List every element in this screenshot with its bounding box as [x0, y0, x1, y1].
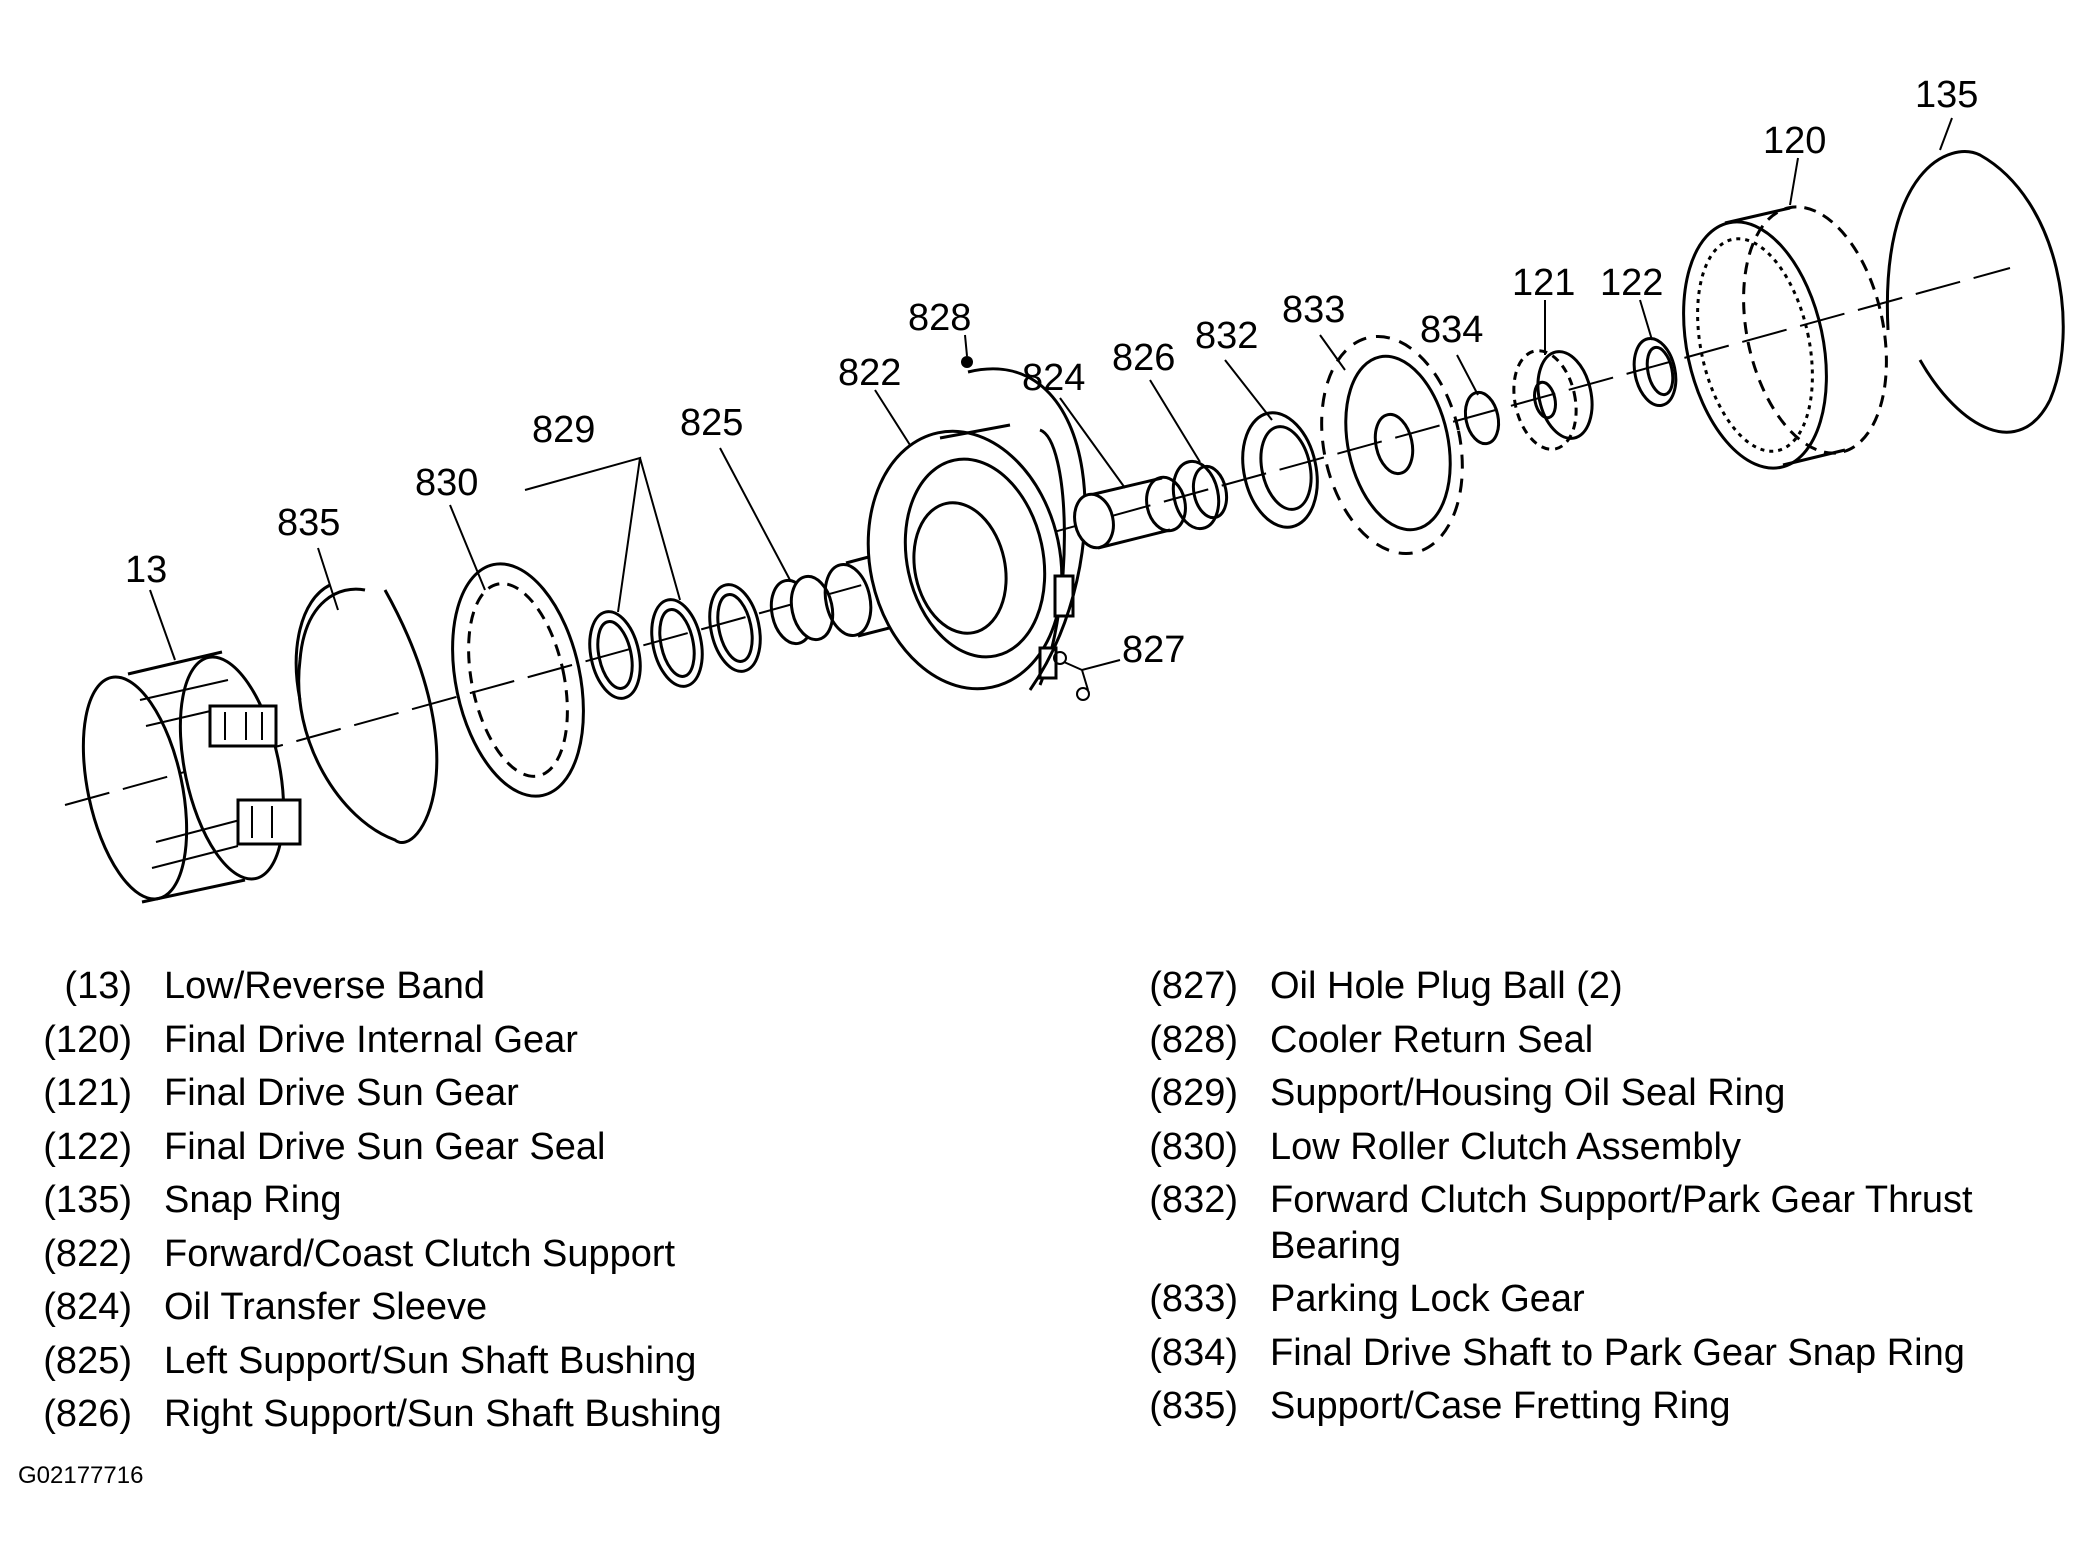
- part-834-snap-ring: [1463, 390, 1501, 446]
- callout-833: 833: [1282, 289, 1345, 331]
- legend-description: Low Roller Clutch Assembly: [1270, 1125, 1741, 1168]
- figure-id: G02177716: [18, 1462, 144, 1489]
- legend-item: (135) Snap Ring: [32, 1174, 1092, 1228]
- legend-number: (833): [1149, 1278, 1238, 1320]
- legend-item: (832) Forward Clutch Support/Park Gear T…: [1132, 1174, 2072, 1273]
- part-825-bushing: [769, 574, 835, 646]
- legend-description: Forward Clutch Support/Park Gear Thrust …: [1270, 1179, 1973, 1267]
- legend-description: Snap Ring: [164, 1179, 342, 1221]
- callout-834: 834: [1420, 309, 1483, 351]
- callout-822: 822: [838, 352, 901, 394]
- legend-item: (827) Oil Hole Plug Ball (2): [1132, 960, 2072, 1014]
- legend-description: Cooler Return Seal: [1270, 1018, 1594, 1061]
- legend-number: (828): [1149, 1018, 1238, 1061]
- legend-number: (832): [1149, 1179, 1238, 1221]
- legend-description: Parking Lock Gear: [1270, 1278, 1585, 1320]
- legend-description: Oil Hole Plug Ball (2): [1270, 965, 1623, 1007]
- legend-item: (822) Forward/Coast Clutch Support: [32, 1228, 1092, 1282]
- legend-item: (835) Support/Case Fretting Ring: [1132, 1380, 2072, 1434]
- legend-description: Low/Reverse Band: [164, 965, 486, 1007]
- legend-item: (122) Final Drive Sun Gear Seal: [32, 1121, 1092, 1175]
- legend-item: (824) Oil Transfer Sleeve: [32, 1281, 1092, 1335]
- callout-830: 830: [415, 462, 478, 504]
- legend-number: (826): [43, 1393, 132, 1435]
- legend-number: (135): [43, 1179, 132, 1221]
- legend-item: (829) Support/Housing Oil Seal Ring: [1132, 1067, 2072, 1121]
- callout-135: 135: [1915, 74, 1978, 116]
- legend-description: Oil Transfer Sleeve: [164, 1286, 488, 1328]
- part-835-fretting-ring: [294, 583, 439, 844]
- exploded-view-diagram: 13 835 830 829 825 822 828 824 826 832 8…: [64, 74, 2065, 904]
- callout-13: 13: [125, 549, 167, 591]
- legend-item: (13) Low/Reverse Band: [32, 960, 1092, 1014]
- legend-item: (825) Left Support/Sun Shaft Bushing: [32, 1335, 1092, 1389]
- legend-number: (13): [64, 965, 132, 1007]
- legend-item: (833) Parking Lock Gear: [1132, 1273, 2072, 1327]
- part-120-internal-gear: [1682, 205, 1888, 470]
- legend-description: Final Drive Internal Gear: [164, 1018, 578, 1061]
- legend-number: (120): [43, 1018, 132, 1061]
- part-122-sun-gear-seal: [1632, 336, 1678, 408]
- callout-835: 835: [277, 502, 340, 544]
- legend-number: (835): [1149, 1385, 1238, 1427]
- callout-832: 832: [1195, 315, 1258, 357]
- center-axis: [64, 267, 2011, 806]
- part-827-plug-balls: [1053, 651, 1121, 701]
- part-826-bushing: [1171, 459, 1229, 531]
- callout-827: 827: [1122, 629, 1185, 671]
- legend-item: (834) Final Drive Shaft to Park Gear Sna…: [1132, 1327, 2072, 1381]
- part-135-snap-ring: [1885, 150, 2065, 434]
- part-828-cooler-return-seal: [961, 356, 973, 368]
- legend-number: (830): [1149, 1125, 1238, 1168]
- legend-number: (121): [43, 1072, 132, 1114]
- legend-description: Final Drive Sun Gear Seal: [164, 1125, 606, 1168]
- legend-description: Forward/Coast Clutch Support: [164, 1232, 676, 1275]
- part-121-sun-gear: [1512, 349, 1594, 451]
- legend-item: (120) Final Drive Internal Gear: [32, 1014, 1092, 1068]
- callout-824: 824: [1022, 357, 1085, 399]
- legend-description: Final Drive Shaft to Park Gear Snap Ring: [1270, 1331, 1965, 1374]
- part-833-parking-lock-gear: [1320, 334, 1464, 556]
- legend-item: (828) Cooler Return Seal: [1132, 1014, 2072, 1068]
- legend-description: Left Support/Sun Shaft Bushing: [164, 1339, 697, 1382]
- legend-description: Support/Case Fretting Ring: [1270, 1385, 1731, 1427]
- callout-120: 120: [1763, 120, 1826, 162]
- callout-828: 828: [908, 297, 971, 339]
- part-829-seal-rings: [588, 583, 762, 700]
- legend-number: (834): [1149, 1331, 1238, 1374]
- legend-description: Support/Housing Oil Seal Ring: [1270, 1072, 1786, 1114]
- legend-number: (824): [43, 1286, 132, 1328]
- legend-left-column: (13) Low/Reverse Band (120) Final Drive …: [32, 960, 1092, 1442]
- part-13-low-reverse-band: [81, 650, 302, 904]
- legend-number: (829): [1149, 1072, 1238, 1114]
- callout-122: 122: [1600, 262, 1663, 304]
- legend-number: (825): [43, 1339, 132, 1382]
- legend-item: (826) Right Support/Sun Shaft Bushing: [32, 1388, 1092, 1442]
- leader-lines: [149, 117, 1953, 661]
- part-830-low-roller-clutch: [451, 562, 585, 798]
- callout-829: 829: [532, 409, 595, 451]
- legend-description: Final Drive Sun Gear: [164, 1072, 519, 1114]
- callout-826: 826: [1112, 337, 1175, 379]
- legend-item: (121) Final Drive Sun Gear: [32, 1067, 1092, 1121]
- part-822-clutch-support: [823, 367, 1087, 691]
- legend-item: (830) Low Roller Clutch Assembly: [1132, 1121, 2072, 1175]
- legend-description: Right Support/Sun Shaft Bushing: [164, 1393, 722, 1435]
- legend-number: (822): [43, 1232, 132, 1275]
- callout-121: 121: [1512, 262, 1575, 304]
- callout-825: 825: [680, 402, 743, 444]
- legend-number: (827): [1149, 965, 1238, 1007]
- part-824-oil-transfer-sleeve: [1073, 475, 1187, 550]
- legend-number: (122): [43, 1125, 132, 1168]
- legend-right-column: (827) Oil Hole Plug Ball (2) (828) Coole…: [1132, 960, 2072, 1434]
